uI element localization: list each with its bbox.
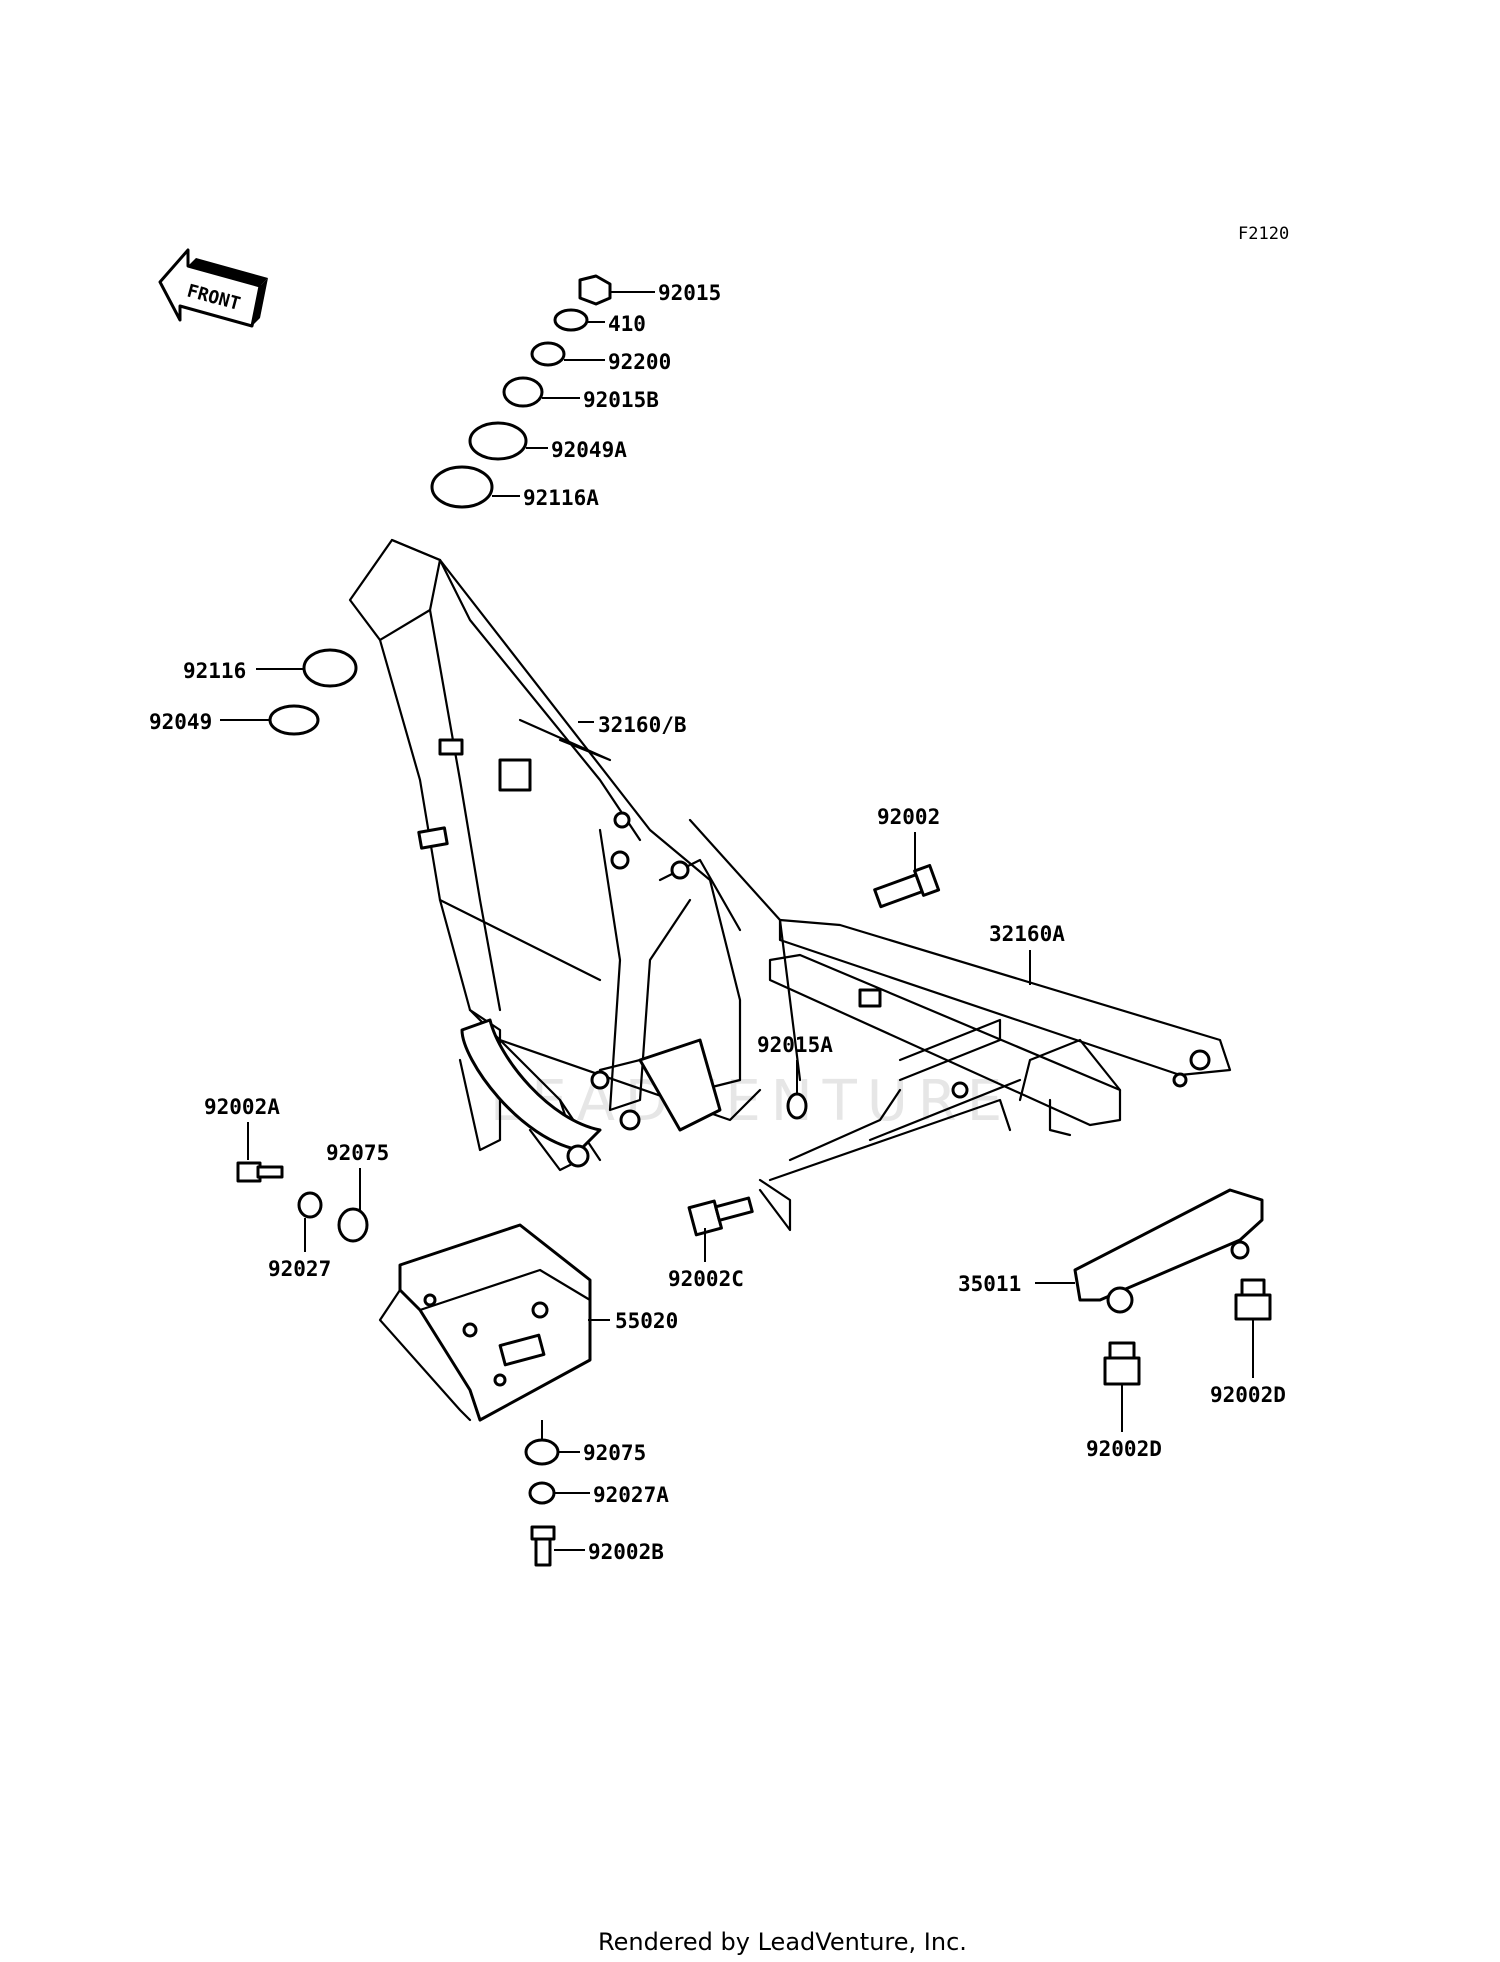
label-92002D-left[interactable]: 92002D [1086,1437,1162,1461]
bolt-92002-icon [873,863,941,909]
label-92049A[interactable]: 92049A [551,438,627,462]
nut-92015-icon [578,274,612,306]
steering-stack [268,274,612,736]
label-92002C[interactable]: 92002C [668,1267,744,1291]
label-32160B[interactable]: 32160/B [598,713,687,737]
bolt-92002D-right-icon [1234,1278,1272,1321]
bolt-92002C-icon [687,1196,754,1237]
label-92015A[interactable]: 92015A [757,1033,833,1057]
label-92049[interactable]: 92049 [149,710,212,734]
leader-lines [220,291,1254,1551]
collar-92027-icon [297,1191,323,1219]
label-92075-upper[interactable]: 92075 [326,1141,389,1165]
label-92027A[interactable]: 92027A [593,1483,669,1507]
washer-92200-icon [530,341,566,367]
label-92002B[interactable]: 92002B [588,1540,664,1564]
bolt-92002D-left-icon [1103,1341,1141,1386]
nut-92015B-icon [502,376,544,408]
bolt-92002A-icon [236,1161,284,1183]
bearing-92116-icon [302,648,358,688]
footer-credit: Rendered by LeadVenture, Inc. [598,1928,967,1956]
main-frame-icon [348,538,802,1172]
label-55020[interactable]: 55020 [615,1309,678,1333]
label-92015B[interactable]: 92015B [583,388,659,412]
race-92049-icon [268,704,320,736]
label-92027[interactable]: 92027 [268,1257,331,1281]
label-35011[interactable]: 35011 [958,1272,1021,1296]
label-92015[interactable]: 92015 [658,281,721,305]
washer-410-icon [553,308,589,332]
bearing-92116A-icon [430,465,494,509]
race-92049A-icon [468,421,528,461]
grommet-92075-icon [337,1207,369,1243]
label-32160A[interactable]: 32160A [989,922,1065,946]
label-92075-lower[interactable]: 92075 [583,1441,646,1465]
grommet-92075-lower-icon [524,1438,560,1466]
label-92002[interactable]: 92002 [877,805,940,829]
collar-92015A-icon [786,1092,808,1120]
collar-92027A-icon [528,1481,556,1505]
rear-frame-icon [758,918,1232,1232]
label-92002D-right[interactable]: 92002D [1210,1383,1286,1407]
bolt-92002B-icon [530,1525,556,1567]
label-92116A[interactable]: 92116A [523,486,599,510]
label-92200[interactable]: 92200 [608,350,671,374]
label-92116[interactable]: 92116 [183,659,246,683]
label-410[interactable]: 410 [608,312,646,336]
label-92002A[interactable]: 92002A [204,1095,280,1119]
front-arrow-icon: FRONT [158,248,268,328]
skid-plate-icon [378,1223,592,1422]
diagram-code: F2120 [1238,224,1289,244]
chain-guide-icon [1073,1188,1264,1314]
